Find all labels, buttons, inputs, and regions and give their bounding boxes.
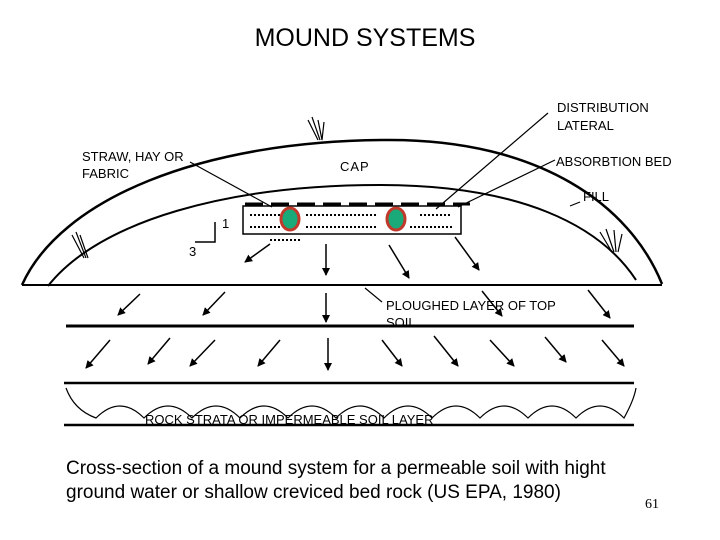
absorption-bed-label: ABSORBTION BED — [556, 154, 672, 169]
fill-label: FILL — [583, 189, 609, 204]
rock-wavy-line — [65, 387, 637, 419]
fill-leader-line — [569, 201, 581, 207]
grass-tuft-icon — [71, 116, 623, 259]
page-number: 61 — [645, 497, 659, 512]
straw-label-line1: STRAW, HAY OR — [82, 149, 184, 164]
figure-caption: Cross-section of a mound system for a pe… — [66, 458, 606, 503]
slope-label-1: 1 — [222, 216, 229, 231]
page-title: MOUND SYSTEMS — [254, 24, 476, 52]
mound-outer-outline — [20, 138, 664, 286]
distribution-pipe-left — [279, 206, 301, 232]
flow-arrows-soil — [85, 335, 625, 371]
ploughed-label-line1: PLOUGHED LAYER OF TOP — [386, 298, 556, 313]
distribution-pipe-right — [385, 206, 407, 232]
gravel-dots — [250, 214, 452, 241]
cap-label: CAP — [340, 159, 370, 174]
distribution-label-line2: LATERAL — [557, 118, 614, 133]
absorption-leader-line — [457, 159, 556, 208]
flow-arrows-mound — [244, 236, 480, 279]
mound-inner-cap-line — [47, 183, 637, 287]
straw-leader-line — [189, 161, 273, 208]
rock-strata-label: ROCK STRATA OR IMPERMEABLE SOIL LAYER — [145, 412, 433, 427]
straw-label-line2: FABRIC — [82, 166, 129, 181]
distribution-leader-line — [435, 112, 549, 210]
absorption-bed-box — [242, 205, 462, 235]
slope-indicator — [195, 222, 216, 243]
slope-label-3: 3 — [189, 244, 196, 259]
distribution-label-line1: DISTRIBUTION — [557, 100, 649, 115]
flow-arrows-ploughed — [117, 289, 611, 323]
ploughed-label-line2: SOIL — [386, 315, 416, 330]
ploughed-leader-line — [364, 287, 383, 303]
